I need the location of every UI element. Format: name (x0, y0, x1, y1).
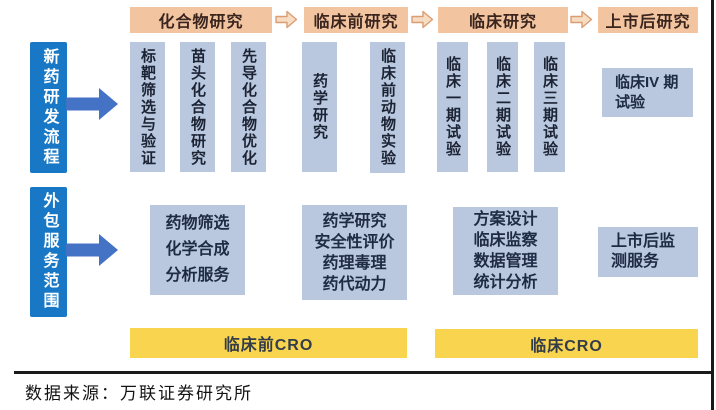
service-line: 药代动力 (322, 275, 387, 293)
process-step-text: 临床三期试验 (541, 56, 558, 158)
service-line: 临床监察 (473, 232, 538, 249)
process-step-text: 临床二期试验 (494, 56, 511, 158)
process-step-phase4-trial: 临床IV 期 试验 (602, 68, 693, 117)
process-step-text: 先导化合物优化 (240, 47, 257, 167)
row-label-rd-process-text: 新药研发流程 (40, 47, 58, 168)
process-step-pharmaceutical-research: 药学研究 (302, 42, 337, 172)
row-label-outsourcing-scope: 外包服务范围 (30, 187, 67, 317)
service-line: 方案设计 (473, 211, 538, 228)
process-step-text: 苗头化合物研究 (189, 47, 206, 167)
process-step-phase3-trial: 临床三期试验 (534, 42, 565, 172)
service-line: 药物筛选 (165, 215, 230, 232)
service-line: 分析服务 (165, 267, 230, 284)
service-line: 数据管理 (473, 253, 538, 270)
stage-header-postmarket-research: 上市后研究 (598, 7, 698, 33)
process-step-hit-compound: 苗头化合物研究 (180, 42, 215, 172)
phase4-line: 临床IV 期 (615, 73, 679, 91)
stage-arrow-icon-3 (570, 10, 593, 29)
right-border-line (711, 0, 714, 410)
process-step-phase2-trial: 临床二期试验 (487, 42, 518, 172)
service-line: 安全性评价 (314, 233, 395, 251)
phase4-line: 试验 (615, 93, 646, 111)
service-box-compound-services: 药物筛选 化学合成 分析服务 (150, 205, 245, 295)
service-line: 测服务 (611, 253, 660, 270)
stage-arrow-icon-2 (411, 10, 434, 29)
service-line: 药学研究 (322, 212, 387, 230)
flow-arrow-icon-bottom (66, 234, 118, 266)
service-line: 上市后监 (611, 233, 676, 250)
service-line: 化学合成 (165, 241, 230, 258)
stage-header-compound-research: 化合物研究 (130, 7, 272, 33)
process-step-preclinical-animal-test: 临床前动物实验 (370, 42, 405, 173)
service-box-preclinical-services: 药学研究 安全性评价 药理毒理 药代动力 (302, 205, 407, 300)
process-step-text: 临床前动物实验 (379, 48, 396, 167)
footer-divider (14, 371, 711, 374)
process-step-target-screening: 标靶筛选与验证 (130, 42, 165, 172)
stage-header-preclinical-research: 临床前研究 (304, 7, 408, 33)
cro-bar-preclinical: 临床前CRO (130, 328, 407, 358)
row-label-rd-process: 新药研发流程 (30, 42, 67, 173)
stage-arrow-icon-1 (275, 10, 298, 29)
cro-bar-clinical: 临床CRO (435, 329, 698, 358)
service-box-clinical-services: 方案设计 临床监察 数据管理 统计分析 (453, 207, 558, 295)
process-step-text: 临床一期试验 (444, 56, 461, 158)
service-line: 药理毒理 (322, 254, 387, 272)
stage-header-clinical-research: 临床研究 (438, 7, 568, 33)
process-step-text: 药学研究 (311, 73, 328, 141)
flow-arrow-icon-top (66, 88, 118, 120)
process-step-phase1-trial: 临床一期试验 (437, 42, 468, 172)
service-line: 统计分析 (473, 274, 538, 291)
process-step-text: 标靶筛选与验证 (139, 47, 156, 167)
data-source-text: 数据来源：万联证券研究所 (25, 384, 253, 404)
service-box-postmarket-monitoring: 上市后监 测服务 (598, 227, 698, 277)
process-step-lead-optimization: 先导化合物优化 (231, 42, 266, 172)
row-label-outsourcing-scope-text: 外包服务范围 (40, 192, 58, 312)
